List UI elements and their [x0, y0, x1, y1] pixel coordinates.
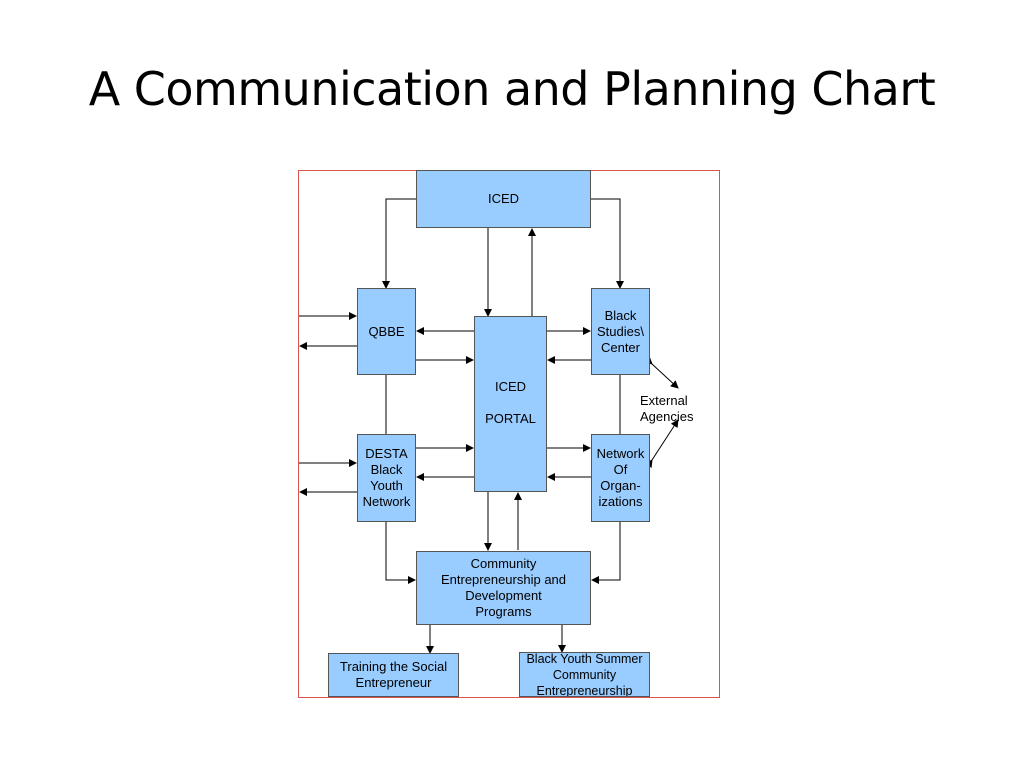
arrow-iced-to-qbbe — [382, 198, 416, 289]
arrow-network-external — [644, 419, 679, 469]
node-black-studies-center: Black Studies\ Center — [591, 288, 650, 375]
arrow-iced-to-bsc — [591, 198, 624, 289]
node-black-youth-summer: Black Youth Summer Community Entrepreneu… — [519, 652, 650, 697]
slide-title: A Communication and Planning Chart — [88, 62, 936, 116]
node-qbbe: QBBE — [357, 288, 416, 375]
node-training-social-entrepreneur: Training the Social Entrepreneur — [328, 653, 459, 697]
portal-line-2: PORTAL — [485, 411, 536, 426]
arrow-desta-to-community — [385, 522, 416, 584]
node-iced-portal: ICED PORTAL — [474, 316, 547, 492]
portal-line-1: ICED — [494, 379, 527, 394]
node-community-entrepreneurship: Community Entrepreneurship and Developme… — [416, 551, 591, 625]
node-network-of-organizations: Network Of Organ- izations — [591, 434, 650, 522]
external-agencies-label: External Agencies — [640, 393, 694, 424]
arrow-network-to-community — [591, 522, 621, 584]
node-iced: ICED — [416, 170, 591, 228]
node-desta-black-youth-network: DESTA Black Youth Network — [357, 434, 416, 522]
arrow-bsc-external — [644, 356, 679, 389]
